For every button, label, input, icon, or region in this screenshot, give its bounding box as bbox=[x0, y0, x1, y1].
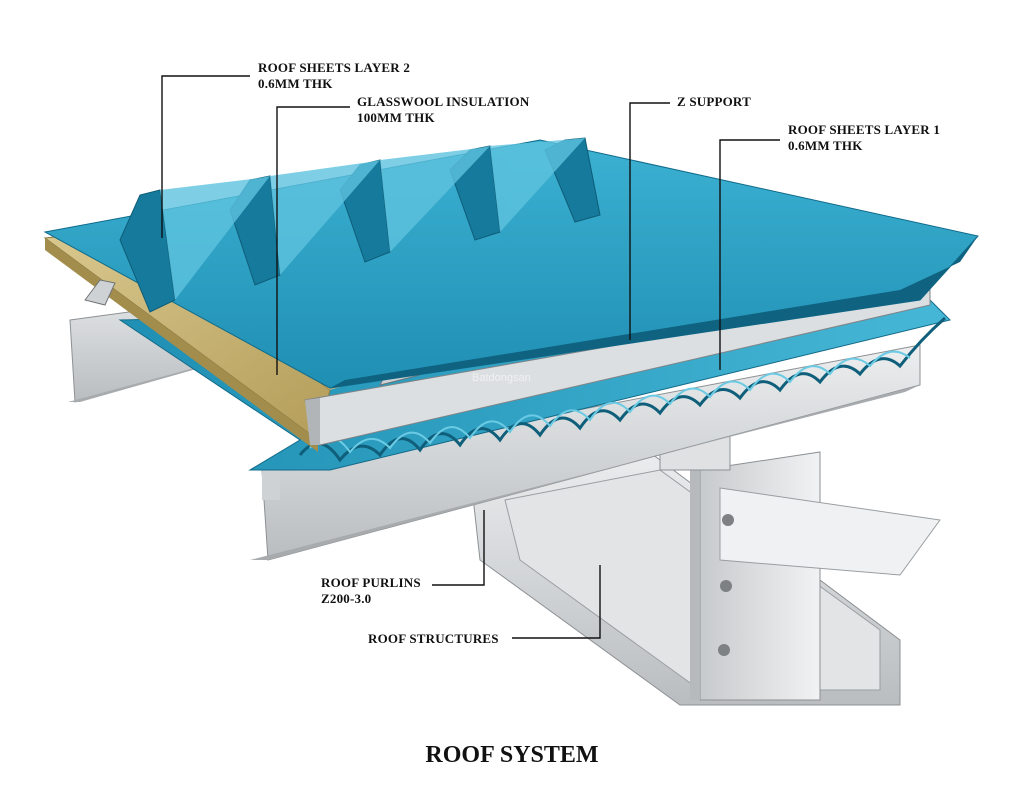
callout-roof-sheets-layer-2: ROOF SHEETS LAYER 2 0.6MM THK bbox=[258, 60, 410, 92]
callout-z-support: Z SUPPORT bbox=[677, 94, 751, 110]
callout-line: 0.6MM THK bbox=[788, 138, 863, 153]
callout-line: Z SUPPORT bbox=[677, 94, 751, 109]
watermark-text: Batdongsan bbox=[472, 372, 531, 384]
callout-leaders bbox=[161, 75, 780, 639]
callout-line: GLASSWOOL INSULATION bbox=[357, 94, 530, 109]
callout-line: 0.6MM THK bbox=[258, 76, 333, 91]
roof-sheet-layer-2 bbox=[43, 137, 979, 389]
callout-line: ROOF SHEETS LAYER 1 bbox=[788, 122, 941, 137]
callout-roof-purlins: ROOF PURLINS Z200-3.0 bbox=[321, 575, 421, 607]
callout-line: ROOF SHEETS LAYER 2 bbox=[258, 60, 411, 75]
callout-line: ROOF STRUCTURES bbox=[368, 631, 499, 646]
callout-glasswool-insulation: GLASSWOOL INSULATION 100MM THK bbox=[357, 94, 529, 126]
callout-roof-structures: ROOF STRUCTURES bbox=[368, 631, 499, 647]
callout-roof-sheets-layer-1: ROOF SHEETS LAYER 1 0.6MM THK bbox=[788, 122, 940, 154]
callout-line: ROOF PURLINS bbox=[321, 575, 421, 590]
callout-line: 100MM THK bbox=[357, 110, 435, 125]
roof-purlin-front bbox=[250, 344, 921, 561]
callout-line: Z200-3.0 bbox=[321, 591, 372, 606]
diagram-title: ROOF SYSTEM bbox=[425, 742, 599, 768]
